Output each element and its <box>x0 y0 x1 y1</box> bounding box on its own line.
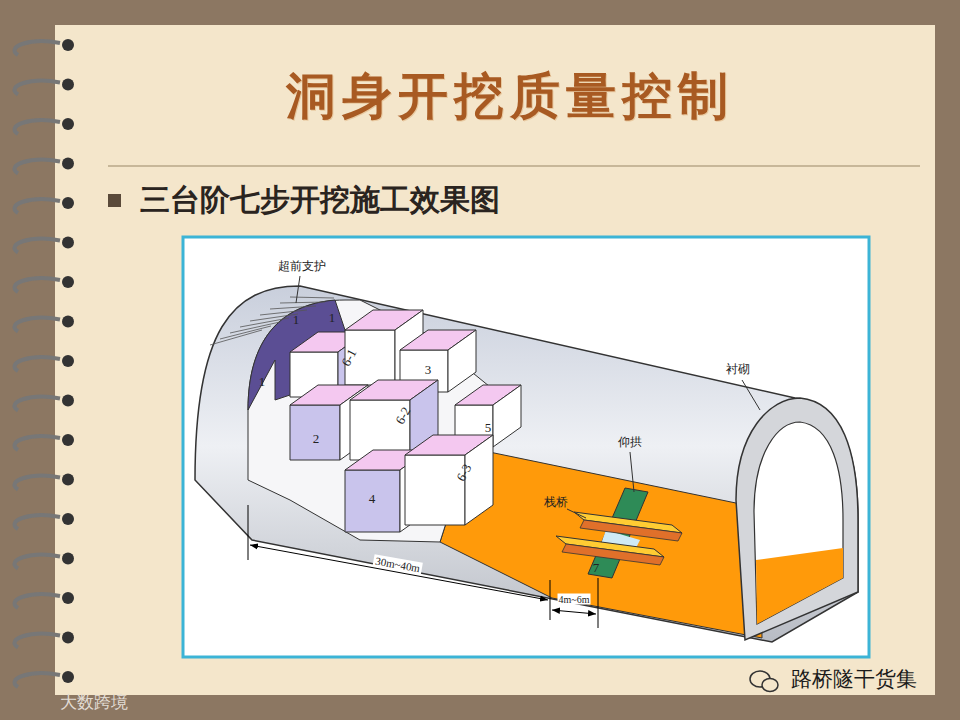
callout-number-box: 3 <box>425 359 432 378</box>
binding-hole <box>62 158 74 170</box>
support-hatch <box>240 318 289 327</box>
bullet-heading-box: 三台阶七步开挖施工效果图 <box>140 180 500 221</box>
callout-number-box: 1 <box>293 309 300 328</box>
part-label-box: 衬砌 <box>726 358 750 378</box>
callout-number-box: 1 <box>329 307 336 326</box>
binding-hole <box>62 395 74 407</box>
watermark: 路桥隧干货集 <box>791 665 917 693</box>
binding-hole <box>62 197 74 209</box>
support-hatch <box>280 302 325 303</box>
binding-hole <box>62 592 74 604</box>
binding-hole <box>62 355 74 367</box>
binding-hole <box>62 276 74 288</box>
binding-ring <box>14 397 60 411</box>
excavation-block <box>448 330 476 392</box>
excavation-block <box>290 405 340 460</box>
binding-ring <box>14 199 60 213</box>
support-hatch <box>260 310 307 315</box>
callout-number: 2 <box>313 431 320 447</box>
binding-ring <box>14 81 60 95</box>
callout-number-box: 2 <box>313 428 320 447</box>
dimension-label-box: 4m~6m <box>558 588 591 607</box>
binding-hole <box>62 316 74 328</box>
binding-hole <box>62 632 74 644</box>
callout-number: 1 <box>259 374 266 390</box>
part-label: 衬砌 <box>726 361 750 378</box>
callout-number: 4 <box>369 491 376 507</box>
part-label: 仰拱 <box>618 434 642 451</box>
part-label: 栈桥 <box>544 494 568 511</box>
support-hatch <box>270 306 316 309</box>
binding-hole <box>62 434 74 446</box>
binding-ring <box>14 318 60 332</box>
slide-title: 洞身开挖质量控制 <box>286 63 734 130</box>
binding-hole <box>62 79 74 91</box>
binding-hole <box>62 39 74 51</box>
binding-ring <box>14 160 60 174</box>
support-hatch <box>250 314 298 321</box>
part-label-box: 超前支护 <box>278 255 326 275</box>
support-hatch <box>210 330 262 345</box>
callout-number: 3 <box>425 362 432 378</box>
callout-number-box: 1 <box>259 371 266 390</box>
part-label-box: 仰拱 <box>618 431 642 451</box>
binding-ring <box>14 120 60 134</box>
watermark-box: 大数跨境 <box>60 691 128 714</box>
support-hatch <box>230 322 280 333</box>
binding-ring <box>14 436 60 450</box>
binding-ring <box>14 278 60 292</box>
callout-number: 1 <box>329 310 336 326</box>
bullet-heading: 三台阶七步开挖施工效果图 <box>140 180 500 221</box>
binding-hole <box>62 474 74 486</box>
slide-title-box: 洞身开挖质量控制 <box>286 63 734 130</box>
binding-hole <box>62 118 74 130</box>
binding-hole <box>62 237 74 249</box>
binding-hole <box>62 553 74 565</box>
binding-ring <box>14 239 60 253</box>
binding-ring <box>14 673 60 687</box>
binding-ring <box>14 555 60 569</box>
binding-hole <box>62 513 74 525</box>
part-label-box: 栈桥 <box>544 491 568 511</box>
dimension-label: 4m~6m <box>558 594 591 605</box>
callout-number: 7 <box>593 560 600 576</box>
callout-number-box: 4 <box>369 488 376 507</box>
binding-ring <box>14 476 60 490</box>
callout-number: 5 <box>485 420 492 436</box>
binding-ring <box>14 634 60 648</box>
binding-ring <box>14 41 60 55</box>
binding-ring <box>14 515 60 529</box>
binding-hole <box>62 671 74 683</box>
callout-number: 1 <box>293 312 300 328</box>
callout-number-box: 5 <box>485 417 492 436</box>
watermark-box: 路桥隧干货集 <box>791 665 917 693</box>
excavation-block <box>493 385 521 447</box>
part-label: 超前支护 <box>278 258 326 275</box>
binding-ring <box>14 357 60 371</box>
watermark: 大数跨境 <box>60 691 128 714</box>
excavation-block <box>405 455 465 525</box>
excavation-block <box>345 470 400 532</box>
callout-number-box: 7 <box>593 557 600 576</box>
support-hatch <box>220 326 271 339</box>
binding-ring <box>14 594 60 608</box>
